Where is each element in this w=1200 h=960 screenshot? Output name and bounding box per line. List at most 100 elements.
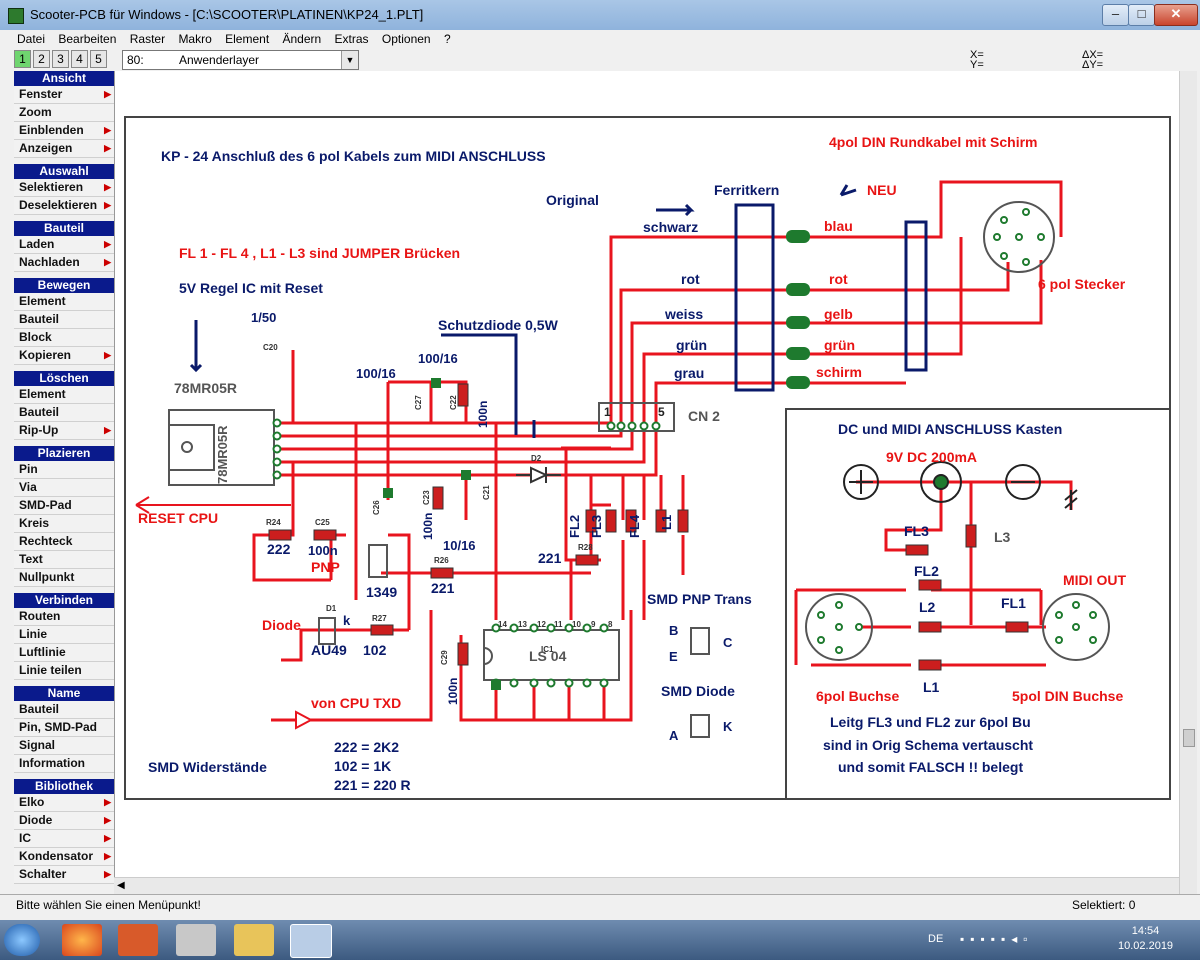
sidebar-item[interactable]: Bauteil (14, 311, 114, 329)
sidebar-item[interactable]: Linie teilen (14, 662, 114, 680)
sidebar-item[interactable]: Information (14, 755, 114, 773)
pin-a: A (669, 728, 679, 743)
sidebar-item[interactable]: Via (14, 479, 114, 497)
firefox-icon[interactable] (62, 924, 102, 956)
cap-100n-d: 100n (308, 543, 338, 558)
sidebar-item-label: Rechteck (19, 534, 73, 548)
coord-x-label: X= (970, 49, 984, 61)
sidebar-item[interactable]: Kopieren▶ (14, 347, 114, 365)
sidebar-item-label: Selektieren (19, 180, 84, 194)
speaker-app-icon[interactable] (176, 924, 216, 956)
submenu-arrow-icon: ▶ (104, 89, 111, 99)
sidebar-item[interactable]: Rip-Up▶ (14, 422, 114, 440)
sidebar-item[interactable]: SMD-Pad (14, 497, 114, 515)
submenu-arrow-icon: ▶ (104, 833, 111, 843)
menu-optionen[interactable]: Optionen (381, 32, 431, 46)
label-c29: C29 (440, 650, 449, 665)
wire-right-2: gelb (824, 306, 853, 322)
scooter-pcb-task[interactable] (290, 924, 332, 958)
pin-b: B (669, 623, 678, 638)
sidebar-item[interactable]: Kreis (14, 515, 114, 533)
scroll-left-icon[interactable]: ◀ (117, 880, 125, 891)
page-tab-1[interactable]: 1 (14, 50, 31, 68)
sidebar-item[interactable]: Pin (14, 461, 114, 479)
sidebar-item[interactable]: Linie (14, 626, 114, 644)
menu-bearbeiten[interactable]: Bearbeiten (58, 32, 117, 46)
sidebar-item[interactable]: Fenster▶ (14, 86, 114, 104)
menu-help[interactable]: ? (443, 32, 451, 46)
pcb-canvas[interactable]: KP - 24 Anschluß des 6 pol Kabels zum MI… (114, 71, 1180, 877)
sidebar-item-label: Routen (19, 609, 61, 623)
sidebar-item[interactable]: Deselektieren▶ (14, 197, 114, 215)
sidebar-item[interactable]: Text (14, 551, 114, 569)
sidebar-item[interactable]: Laden▶ (14, 236, 114, 254)
sidebar-item[interactable]: Pin, SMD-Pad (14, 719, 114, 737)
sidebar-item[interactable]: IC ▶ (14, 830, 114, 848)
menu-makro[interactable]: Makro (178, 32, 212, 46)
sidebar-item[interactable]: Luftlinie (14, 644, 114, 662)
sidebar-item[interactable]: Element (14, 386, 114, 404)
regulator-ic (168, 409, 282, 486)
jumper-note: FL 1 - FL 4 , L1 - L3 sind JUMPER Brücke… (179, 245, 460, 261)
sidebar-item[interactable]: Signal (14, 737, 114, 755)
submenu-arrow-icon: ▶ (104, 125, 111, 135)
submenu-arrow-icon: ▶ (104, 200, 111, 210)
sidebar-item[interactable]: Anzeigen▶ (14, 140, 114, 158)
vertical-scrollbar[interactable] (1179, 71, 1197, 896)
sidebar-item[interactable]: Routen (14, 608, 114, 626)
label-c21: C21 (482, 485, 491, 500)
ic-pin-14: 14 (498, 620, 507, 629)
label-fl3: FL3 (904, 523, 929, 539)
pnp-transistor (318, 544, 710, 738)
sidebar-item-label: IC (19, 831, 31, 845)
sidebar-item[interactable]: Schalter▶ (14, 866, 114, 884)
sidebar-item[interactable]: Bauteil (14, 701, 114, 719)
page-tab-3[interactable]: 3 (52, 50, 69, 68)
page-tab-2[interactable]: 2 (33, 50, 50, 68)
selection-count: Selektiert: 0 (1072, 898, 1136, 912)
minimize-button[interactable]: – (1102, 4, 1129, 26)
chevron-down-icon[interactable]: ▼ (341, 51, 358, 69)
page-tab-4[interactable]: 4 (71, 50, 88, 68)
menu-extras[interactable]: Extras (334, 32, 369, 46)
layer-name: Anwenderlayer (179, 53, 260, 67)
sidebar-item[interactable]: Kondensator▶ (14, 848, 114, 866)
layer-select[interactable]: 80: Anwenderlayer ▼ (122, 50, 359, 70)
maximize-button[interactable]: □ (1128, 4, 1155, 26)
sidebar-item-label: Kondensator (19, 849, 94, 863)
clock[interactable]: 14:54 10.02.2019 (1118, 924, 1173, 954)
ic-pin-13: 13 (518, 620, 527, 629)
sidebar-item-label: Block (19, 330, 52, 344)
sidebar-item[interactable]: Diode▶ (14, 812, 114, 830)
sidebar-item[interactable]: Block (14, 329, 114, 347)
horizontal-scrollbar[interactable]: ◀ (114, 877, 1179, 895)
tray-icons[interactable]: ▪▪▪▪▪◂▫ (960, 932, 1034, 946)
jumper-fl4: FL4 (627, 514, 642, 538)
sidebar-section-6: Verbinden (14, 593, 114, 608)
protect-diode-note: Schutzdiode 0,5W (438, 317, 559, 333)
menu-aendern[interactable]: Ändern (282, 32, 322, 46)
menu-element[interactable]: Element (225, 32, 270, 46)
sidebar-item[interactable]: Einblenden▶ (14, 122, 114, 140)
sidebar-item[interactable]: Selektieren▶ (14, 179, 114, 197)
vertical-scroll-thumb[interactable] (1183, 729, 1195, 747)
sidebar-section-4: Löschen (14, 371, 114, 386)
menu-raster[interactable]: Raster (129, 32, 166, 46)
sidebar-item[interactable]: Nullpunkt (14, 569, 114, 587)
media-player-icon[interactable] (118, 924, 158, 956)
sidebar-item[interactable]: Rechteck (14, 533, 114, 551)
sidebar-item[interactable]: Elko▶ (14, 794, 114, 812)
sidebar-item[interactable]: Bauteil (14, 404, 114, 422)
smd-pnp-title: SMD PNP Trans (647, 591, 752, 607)
language-indicator[interactable]: DE (928, 933, 944, 945)
coord-dx-label: ΔX= (1082, 49, 1104, 61)
sidebar-item[interactable]: Element (14, 293, 114, 311)
menu-datei[interactable]: Datei (17, 32, 46, 46)
page-tab-5[interactable]: 5 (90, 50, 107, 68)
close-button[interactable]: ✕ (1154, 4, 1198, 26)
r24-value: 222 (267, 541, 291, 557)
start-button[interactable] (4, 924, 40, 956)
sidebar-item[interactable]: Nachladen▶ (14, 254, 114, 272)
explorer-icon[interactable] (234, 924, 274, 956)
sidebar-item[interactable]: Zoom (14, 104, 114, 122)
